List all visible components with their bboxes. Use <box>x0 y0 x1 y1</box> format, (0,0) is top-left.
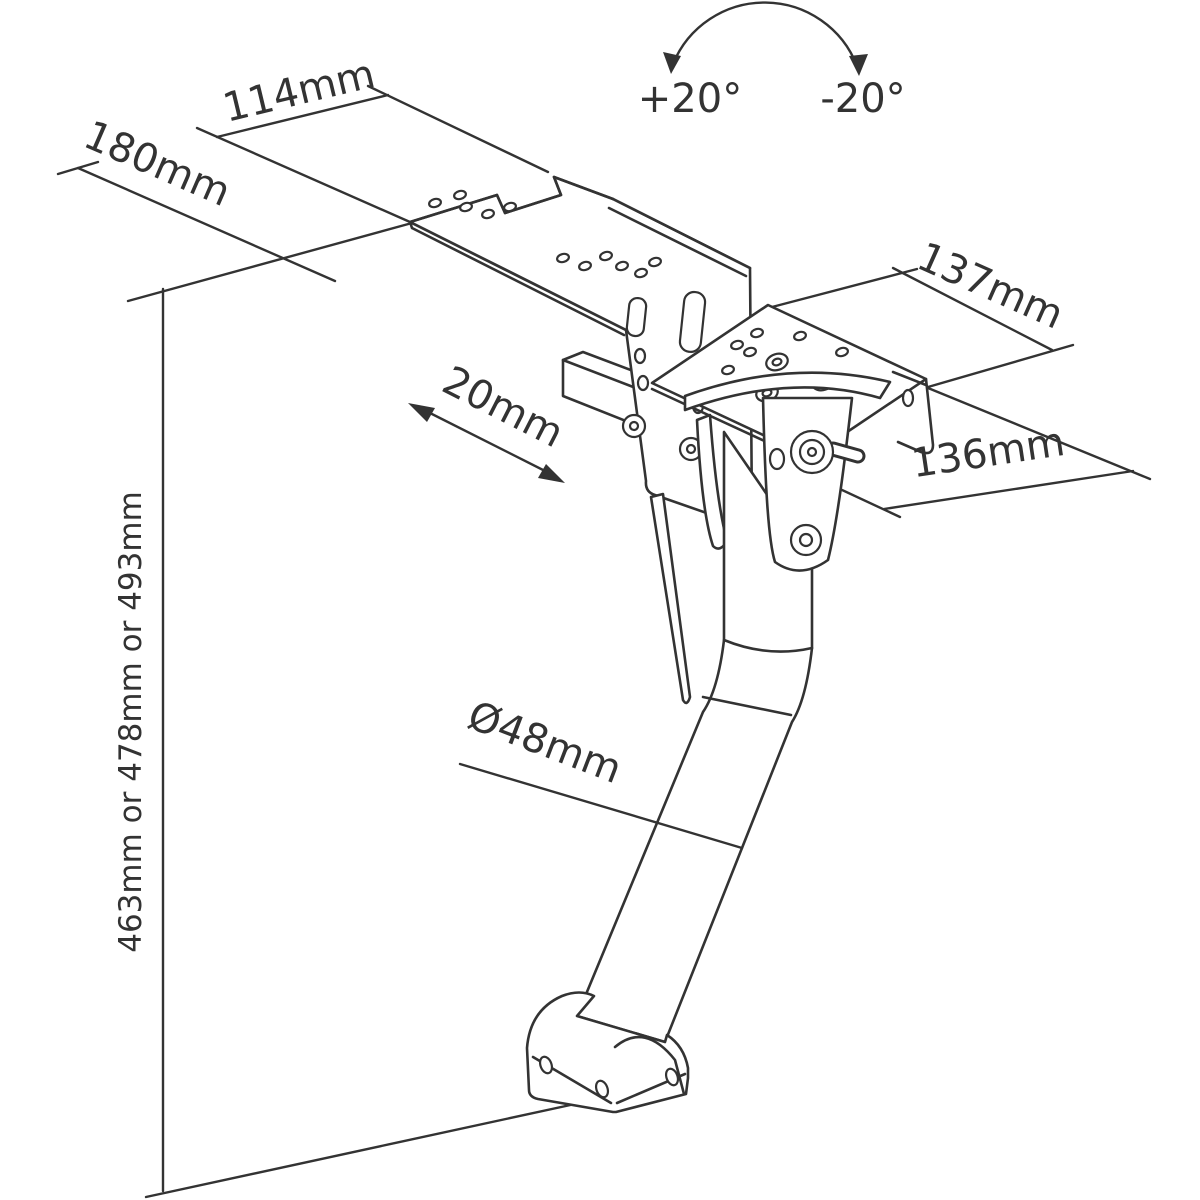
dimension-line <box>882 469 1135 511</box>
dimension-label-137mm: 137mm <box>910 234 1070 339</box>
extension-tick <box>56 160 100 176</box>
second-plate-holes <box>721 327 849 376</box>
dimension-label-48mm: Ø48mm <box>462 693 628 793</box>
plate-hole-cluster-right <box>556 250 662 279</box>
clamp-hole <box>538 1055 554 1075</box>
rail-clamp <box>525 991 690 1114</box>
clamp-hole <box>664 1067 680 1087</box>
tilt-negative-label: -20° <box>820 76 905 122</box>
plate-back-edge <box>408 175 615 224</box>
dimension-slide-travel: 20mm <box>408 358 571 483</box>
extension-line <box>926 386 1152 481</box>
side-flange <box>621 290 707 462</box>
tilt-arc <box>671 1 859 68</box>
arrowhead-left-icon <box>663 52 681 74</box>
flange-slot <box>678 290 707 353</box>
clamp-body <box>525 991 690 1114</box>
pivot-bracket <box>761 396 866 572</box>
fold-edge-inner <box>607 206 748 278</box>
leader-line <box>458 762 744 850</box>
knob-bolt <box>768 429 866 475</box>
plate-hole-cluster-left <box>428 189 517 220</box>
extension-line <box>195 126 412 224</box>
dimension-line <box>76 166 337 283</box>
flange-lower-tab <box>649 492 692 705</box>
plate-front-edge <box>408 220 628 337</box>
extension-line <box>366 84 550 174</box>
dimension-label-20mm: 20mm <box>435 358 571 457</box>
vertical-strap <box>695 413 729 550</box>
arrowhead-right-icon <box>849 54 868 76</box>
clamp-inner-arc <box>613 1035 686 1096</box>
arrowhead-upleft-icon <box>408 403 435 422</box>
fold-edge-outer <box>611 197 752 270</box>
tube-joint-ellipse <box>722 638 814 653</box>
clamp-hole <box>594 1079 610 1099</box>
dimension-label-height: 463mm or 478mm or 493mm <box>113 491 149 953</box>
dimension-label-114mm: 114mm <box>219 51 380 132</box>
extension-line <box>926 343 1075 389</box>
lower-bolt <box>789 523 823 557</box>
tube-joint-line <box>701 695 793 717</box>
dimension-label-180mm: 180mm <box>77 112 237 216</box>
tab-hole <box>901 388 915 408</box>
dimension-line <box>891 266 1054 352</box>
second-plate <box>650 303 935 464</box>
extension-line-top <box>126 221 414 303</box>
tilt-arc-annotation: +20° -20° <box>638 1 906 122</box>
curved-arm <box>683 371 892 412</box>
flange-screw <box>621 413 647 439</box>
dimension-height: 463mm or 478mm or 493mm <box>113 221 577 1199</box>
top-plate <box>408 175 754 705</box>
strap-body <box>695 413 729 550</box>
extension-line <box>770 267 919 309</box>
extension-line-bottom <box>144 1102 577 1199</box>
arrow-line <box>422 408 551 475</box>
dimension-line <box>215 93 390 139</box>
flange-slot <box>625 296 648 338</box>
tilt-positive-label: +20° <box>638 76 742 122</box>
arrowhead-downright-icon <box>538 464 565 483</box>
